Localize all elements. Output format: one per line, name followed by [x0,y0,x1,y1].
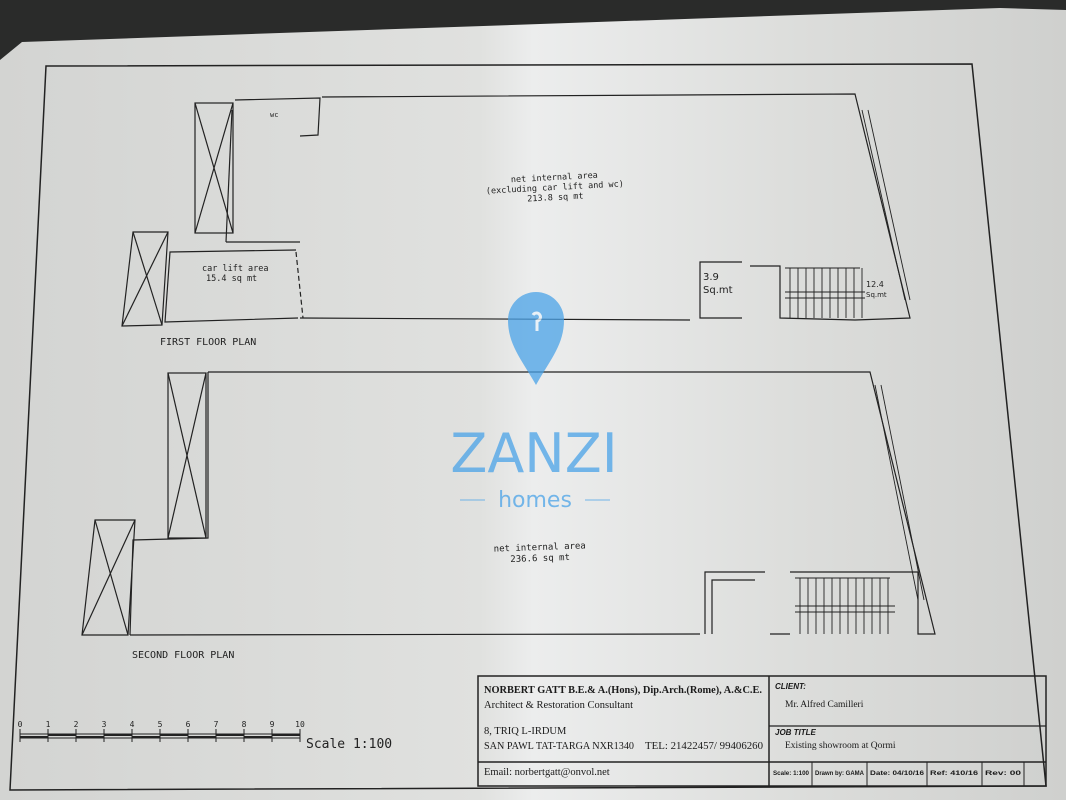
scale-tick-label: 0 [18,720,23,729]
scale-tick-label: 7 [214,720,219,729]
car-lift-label: car lift area [202,264,269,274]
location-pin-icon [508,292,564,385]
first-floor-title: FIRST FLOOR PLAN [160,337,256,348]
scale-bar: 0 1 2 3 4 5 6 7 8 9 10 Scale 1:100 [18,720,393,752]
car-lift-value: 15.4 sq mt [206,274,257,284]
scale-tick-label: 8 [242,720,247,729]
scale-segment [188,736,216,738]
scale-tick-label: 9 [270,720,275,729]
paper-sheet [0,8,1066,800]
date-field: Date: 04/10/16 [870,771,925,777]
client-label: CLIENT: [775,682,806,691]
sf-net-area-label: net internal area [494,541,586,554]
scale-segment [48,734,76,736]
job-title-label: JOB TITLE [775,728,817,737]
scale-segment [104,734,132,736]
ref-field: Ref: 410/16 [930,771,979,777]
stair-area-value: 12.4 [866,280,884,289]
watermark-sub: homes [498,488,572,513]
scale-segment [20,736,48,738]
second-floor-plan [81,371,936,636]
telephone: TEL: 21422457/ 99406260 [645,741,763,752]
drawn-by-field: Drawn by: GAMA [815,771,865,777]
zanzi-watermark: ZANZI homes [450,292,618,513]
architect-role: Architect & Restoration Consultant [484,700,633,711]
first-floor-plan [121,93,911,327]
scale-tick-label: 1 [46,720,51,729]
scale-tick-label: 3 [102,720,107,729]
scale-segment [216,734,244,736]
small-room-value: 3.9 [703,272,719,283]
scale-tick-label: 4 [130,720,135,729]
stair-area-unit: Sq.mt [866,291,887,299]
architect-name: NORBERT GATT B.E.& A.(Hons), Dip.Arch.(R… [484,685,762,696]
scale-field: Scale: 1:100 [773,771,810,777]
wc-label: wc [270,111,278,119]
sf-net-area-value: 236.6 sq mt [510,553,570,565]
title-block: NORBERT GATT B.E.& A.(Hons), Dip.Arch.(R… [477,675,1047,787]
ff-net-area-value: 213.8 sq mt [527,192,584,205]
ff-net-area-label: net internal area [511,171,598,186]
scale-tick-label: 5 [158,720,163,729]
scale-segment [132,736,160,738]
scale-tick-label: 10 [295,720,305,729]
second-floor-title: SECOND FLOOR PLAN [132,650,234,661]
address-line2: SAN PAWL TAT-TARGA NXR1340 [484,741,634,752]
scale-segment [244,736,272,738]
scale-label: Scale 1:100 [306,737,392,752]
email: Email: norbertgatt@onvol.net [484,767,610,778]
scale-tick-label: 6 [186,720,191,729]
small-room-unit: Sq.mt [703,285,733,296]
scale-segment [76,736,104,738]
client-value: Mr. Alfred Camilleri [785,699,864,710]
scale-tick-label: 2 [74,720,79,729]
scale-segment [160,734,188,736]
job-title-value: Existing showroom at Qormi [785,741,896,751]
rev-field: Rev: 00 [985,771,1022,777]
address-line1: 8, TRIQ L-IRDUM [484,726,567,737]
watermark-brand: ZANZI [450,422,617,485]
scale-segment [272,734,300,736]
